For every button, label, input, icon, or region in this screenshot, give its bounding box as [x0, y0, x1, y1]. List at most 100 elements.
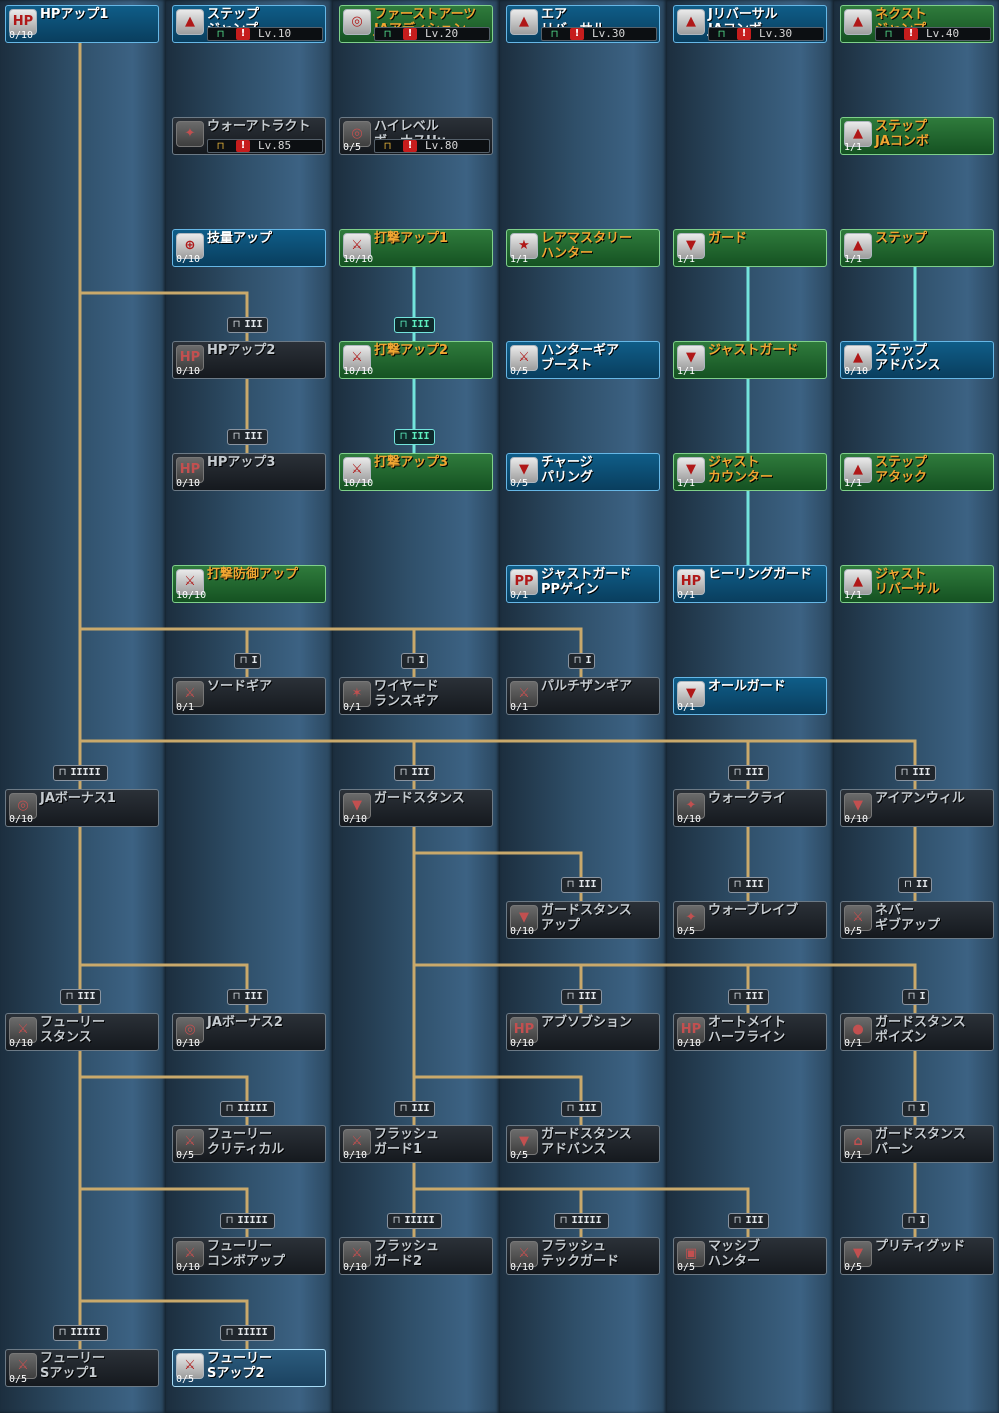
padlock-icon: ⊓ [58, 1327, 67, 1338]
skill-icon: ⚔ [844, 905, 872, 931]
gate-level: III [244, 991, 263, 1002]
padlock-icon: ⊓ [550, 29, 559, 40]
skill-name: ステップ JAコンボ [875, 119, 929, 149]
skill-icon: ▼ [677, 233, 705, 259]
gate-level: III [578, 879, 597, 890]
skill-name: ガードスタンス アップ [541, 903, 632, 933]
skill-icon: ⊕ [176, 233, 204, 259]
padlock-icon: ⊓ [399, 431, 408, 442]
skill-node-j-reversal-ja-combo[interactable]: ▲Jリバーサル JAコンボ⊓!Lv.30 [673, 5, 827, 43]
skill-icon: HP [677, 569, 705, 595]
padlock-icon: ⊓ [399, 1103, 408, 1114]
skill-node-high-level-bonus-hu[interactable]: ◎ハイレベル ボーナスHu0/5⊓!Lv.80 [339, 117, 493, 155]
gate-massive-hunter: ⊓III [727, 1213, 769, 1229]
skill-icon: ✦ [677, 905, 705, 931]
gate-level: III [411, 319, 430, 330]
skill-icon: PP [510, 569, 538, 595]
gate-partisan-gear: ⊓I [567, 653, 595, 669]
skill-node-step-jump[interactable]: ▲ステップ ジャンプ⊓!Lv.10 [172, 5, 326, 43]
skill-icon: ⚔ [176, 569, 204, 595]
skill-icon: ⚔ [176, 1241, 204, 1267]
skill-name: オートメイト ハーフライン [708, 1015, 787, 1045]
padlock-icon: ⊓ [225, 1215, 234, 1226]
skill-icon: ⌂ [844, 1129, 872, 1155]
gate-level: III [411, 1103, 430, 1114]
skill-name: アブソブション [541, 1015, 633, 1030]
skill-icon: ▼ [510, 1129, 538, 1155]
skill-icon: ✦ [176, 121, 204, 147]
skill-node-first-arts-ja-addition[interactable]: ◎ファーストアーツ JAアディション⊓!Lv.20 [339, 5, 493, 43]
padlock-icon: ⊓ [239, 655, 248, 666]
gate-level: III [578, 991, 597, 1002]
skill-icon: ⚔ [343, 233, 371, 259]
skill-points: 0/1 [510, 702, 529, 713]
skill-name: 技量アップ [207, 231, 273, 246]
required-level: Lv.85 [258, 139, 292, 152]
skill-node-next-jump[interactable]: ▲ネクスト ジャンプ⊓!Lv.40 [840, 5, 994, 43]
gate-hp-up-3: ⊓III [226, 429, 268, 445]
skill-points: 10/10 [343, 366, 374, 377]
skill-node-war-attract[interactable]: ✦ウォーアトラクト⊓!Lv.85 [172, 117, 326, 155]
gate-level: III [745, 991, 764, 1002]
skill-node-air-reversal[interactable]: ▲エア リバーサル⊓!Lv.30 [506, 5, 660, 43]
gate-level: I [919, 991, 926, 1002]
gate-level: IIIII [70, 767, 101, 778]
warning-icon: ! [904, 28, 918, 40]
gate-level: I [919, 1215, 926, 1226]
required-level: Lv.10 [258, 27, 292, 40]
skill-name: マッシブ ハンター [708, 1239, 761, 1269]
skill-name: フューリー スタンス [40, 1015, 106, 1045]
padlock-icon: ⊓ [907, 1103, 916, 1114]
gate-fury-critical: ⊓IIIII [219, 1101, 275, 1117]
gate-flash-guard-2: ⊓IIIII [386, 1213, 442, 1229]
